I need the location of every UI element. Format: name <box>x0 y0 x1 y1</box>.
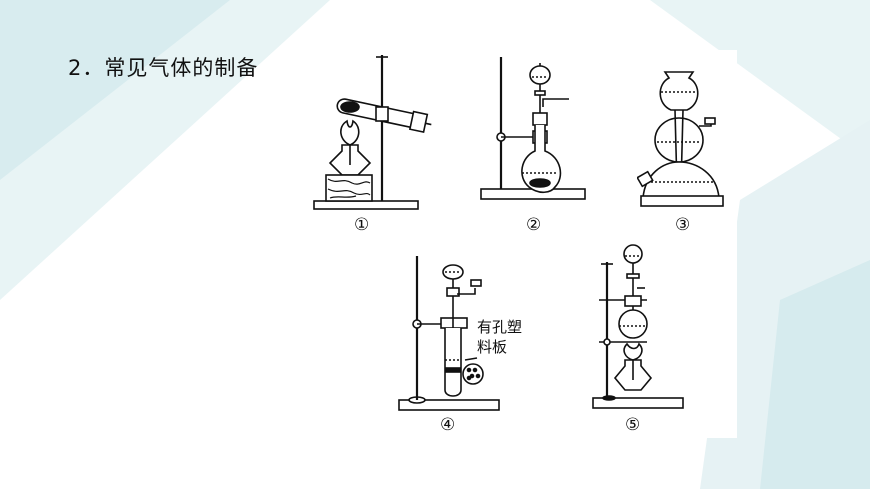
label-4: ④ <box>440 415 456 435</box>
label-2: ② <box>526 215 542 235</box>
plate-label-line1: 有孔塑 <box>477 318 523 336</box>
plate-label-line2: 料板 <box>477 338 508 356</box>
apparatus-5-heated-flask <box>592 244 684 409</box>
label-3: ③ <box>675 215 691 235</box>
label-5: ⑤ <box>625 415 641 435</box>
apparatus-2-flask-with-funnel <box>480 57 586 200</box>
apparatus-3-kipp-generator <box>637 71 724 207</box>
label-1: ① <box>354 215 370 235</box>
apparatus-4-tube-with-plate <box>398 256 500 411</box>
section-heading: 2．常见气体的制备 <box>68 56 259 80</box>
apparatus-figure: ① ② <box>307 50 737 438</box>
apparatus-1-solid-heating <box>313 55 432 210</box>
